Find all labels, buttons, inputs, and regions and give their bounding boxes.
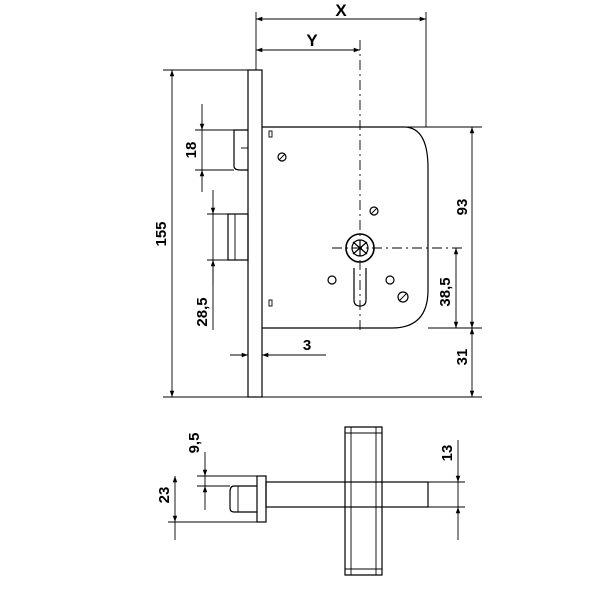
dimension-38-5-label: 38,5 <box>437 277 454 306</box>
dimension-13-label: 13 <box>439 445 456 462</box>
front-view: X Y 155 18 28,5 <box>153 1 482 398</box>
side-bolt-stub <box>229 485 257 513</box>
dimension-155: 155 <box>153 69 248 398</box>
dimension-9-5: 9,5 <box>186 433 257 510</box>
dimension-28-5: 28,5 <box>194 190 228 330</box>
hole-left <box>327 275 337 285</box>
lock-case <box>262 126 429 329</box>
case-mark-bottom <box>268 299 273 307</box>
side-view: 9,5 23 13 <box>156 426 465 576</box>
dimension-13: 13 <box>428 440 465 540</box>
dimension-28-5-label: 28,5 <box>194 297 211 326</box>
dimension-93: 93 <box>405 126 482 329</box>
side-cylinder <box>344 426 383 576</box>
screw-bottom-icon <box>397 291 409 303</box>
dimension-23-label: 23 <box>156 487 173 504</box>
dimension-3-label: 3 <box>303 337 311 354</box>
dimension-18-label: 18 <box>183 142 200 159</box>
dimension-9-5-label: 9,5 <box>186 433 203 454</box>
dimension-93-label: 93 <box>454 199 471 216</box>
dimension-31-label: 31 <box>454 349 471 366</box>
latch-bolt <box>233 129 248 171</box>
side-body <box>265 481 429 508</box>
faceplate <box>247 69 263 398</box>
dead-bolt <box>227 213 249 261</box>
screw-middle-icon <box>369 206 379 216</box>
dimension-23: 23 <box>156 476 257 540</box>
hole-right <box>385 275 395 285</box>
dimension-3: 3 <box>230 337 326 358</box>
dimension-x: X <box>255 1 427 127</box>
dimension-155-label: 155 <box>153 221 170 246</box>
case-mark-top <box>268 130 273 138</box>
screw-top-icon <box>277 152 287 162</box>
dimension-x-label: X <box>335 1 347 20</box>
side-faceplate <box>256 475 267 523</box>
dimension-y-label: Y <box>306 31 318 50</box>
dimension-38-5: 38,5 <box>437 248 459 328</box>
dimension-y: Y <box>256 31 360 53</box>
dimension-18: 18 <box>183 104 234 192</box>
dimension-31: 31 <box>262 328 482 398</box>
